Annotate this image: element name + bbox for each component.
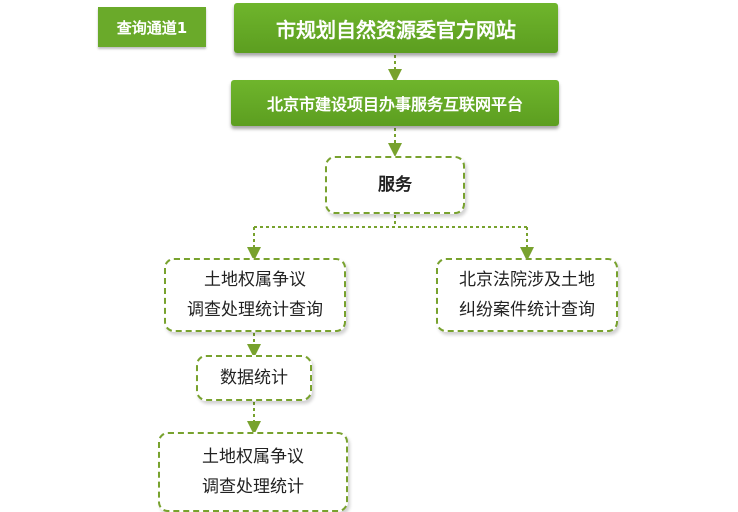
- node-service-platform: 北京市建设项目办事服务互联网平台: [231, 80, 559, 126]
- node-official-website: 市规划自然资源委官方网站: [234, 3, 558, 53]
- node-land-dispute-stats: 土地权属争议 调查处理统计: [158, 432, 348, 512]
- node-land-dispute-query: 土地权属争议 调查处理统计查询: [164, 258, 346, 332]
- node-service: 服务: [325, 156, 465, 214]
- node-data-statistics: 数据统计: [196, 355, 312, 401]
- node-court-case-query: 北京法院涉及土地 纠纷案件统计查询: [436, 258, 618, 332]
- node-court-case-query-line-2: 纠纷案件统计查询: [459, 300, 595, 320]
- node-land-dispute-query-line-2: 调查处理统计查询: [187, 300, 323, 320]
- node-court-case-query-line-1: 北京法院涉及土地: [459, 270, 595, 290]
- node-service-label: 服务: [378, 175, 412, 195]
- node-land-dispute-stats-line-1: 土地权属争议: [202, 447, 304, 467]
- node-land-dispute-stats-line-2: 调查处理统计: [202, 477, 304, 497]
- node-data-statistics-label: 数据统计: [220, 368, 288, 388]
- connector-lines: [247, 55, 534, 435]
- node-land-dispute-query-line-1: 土地权属争议: [204, 270, 306, 290]
- channel-tag: 查询通道1: [98, 7, 206, 47]
